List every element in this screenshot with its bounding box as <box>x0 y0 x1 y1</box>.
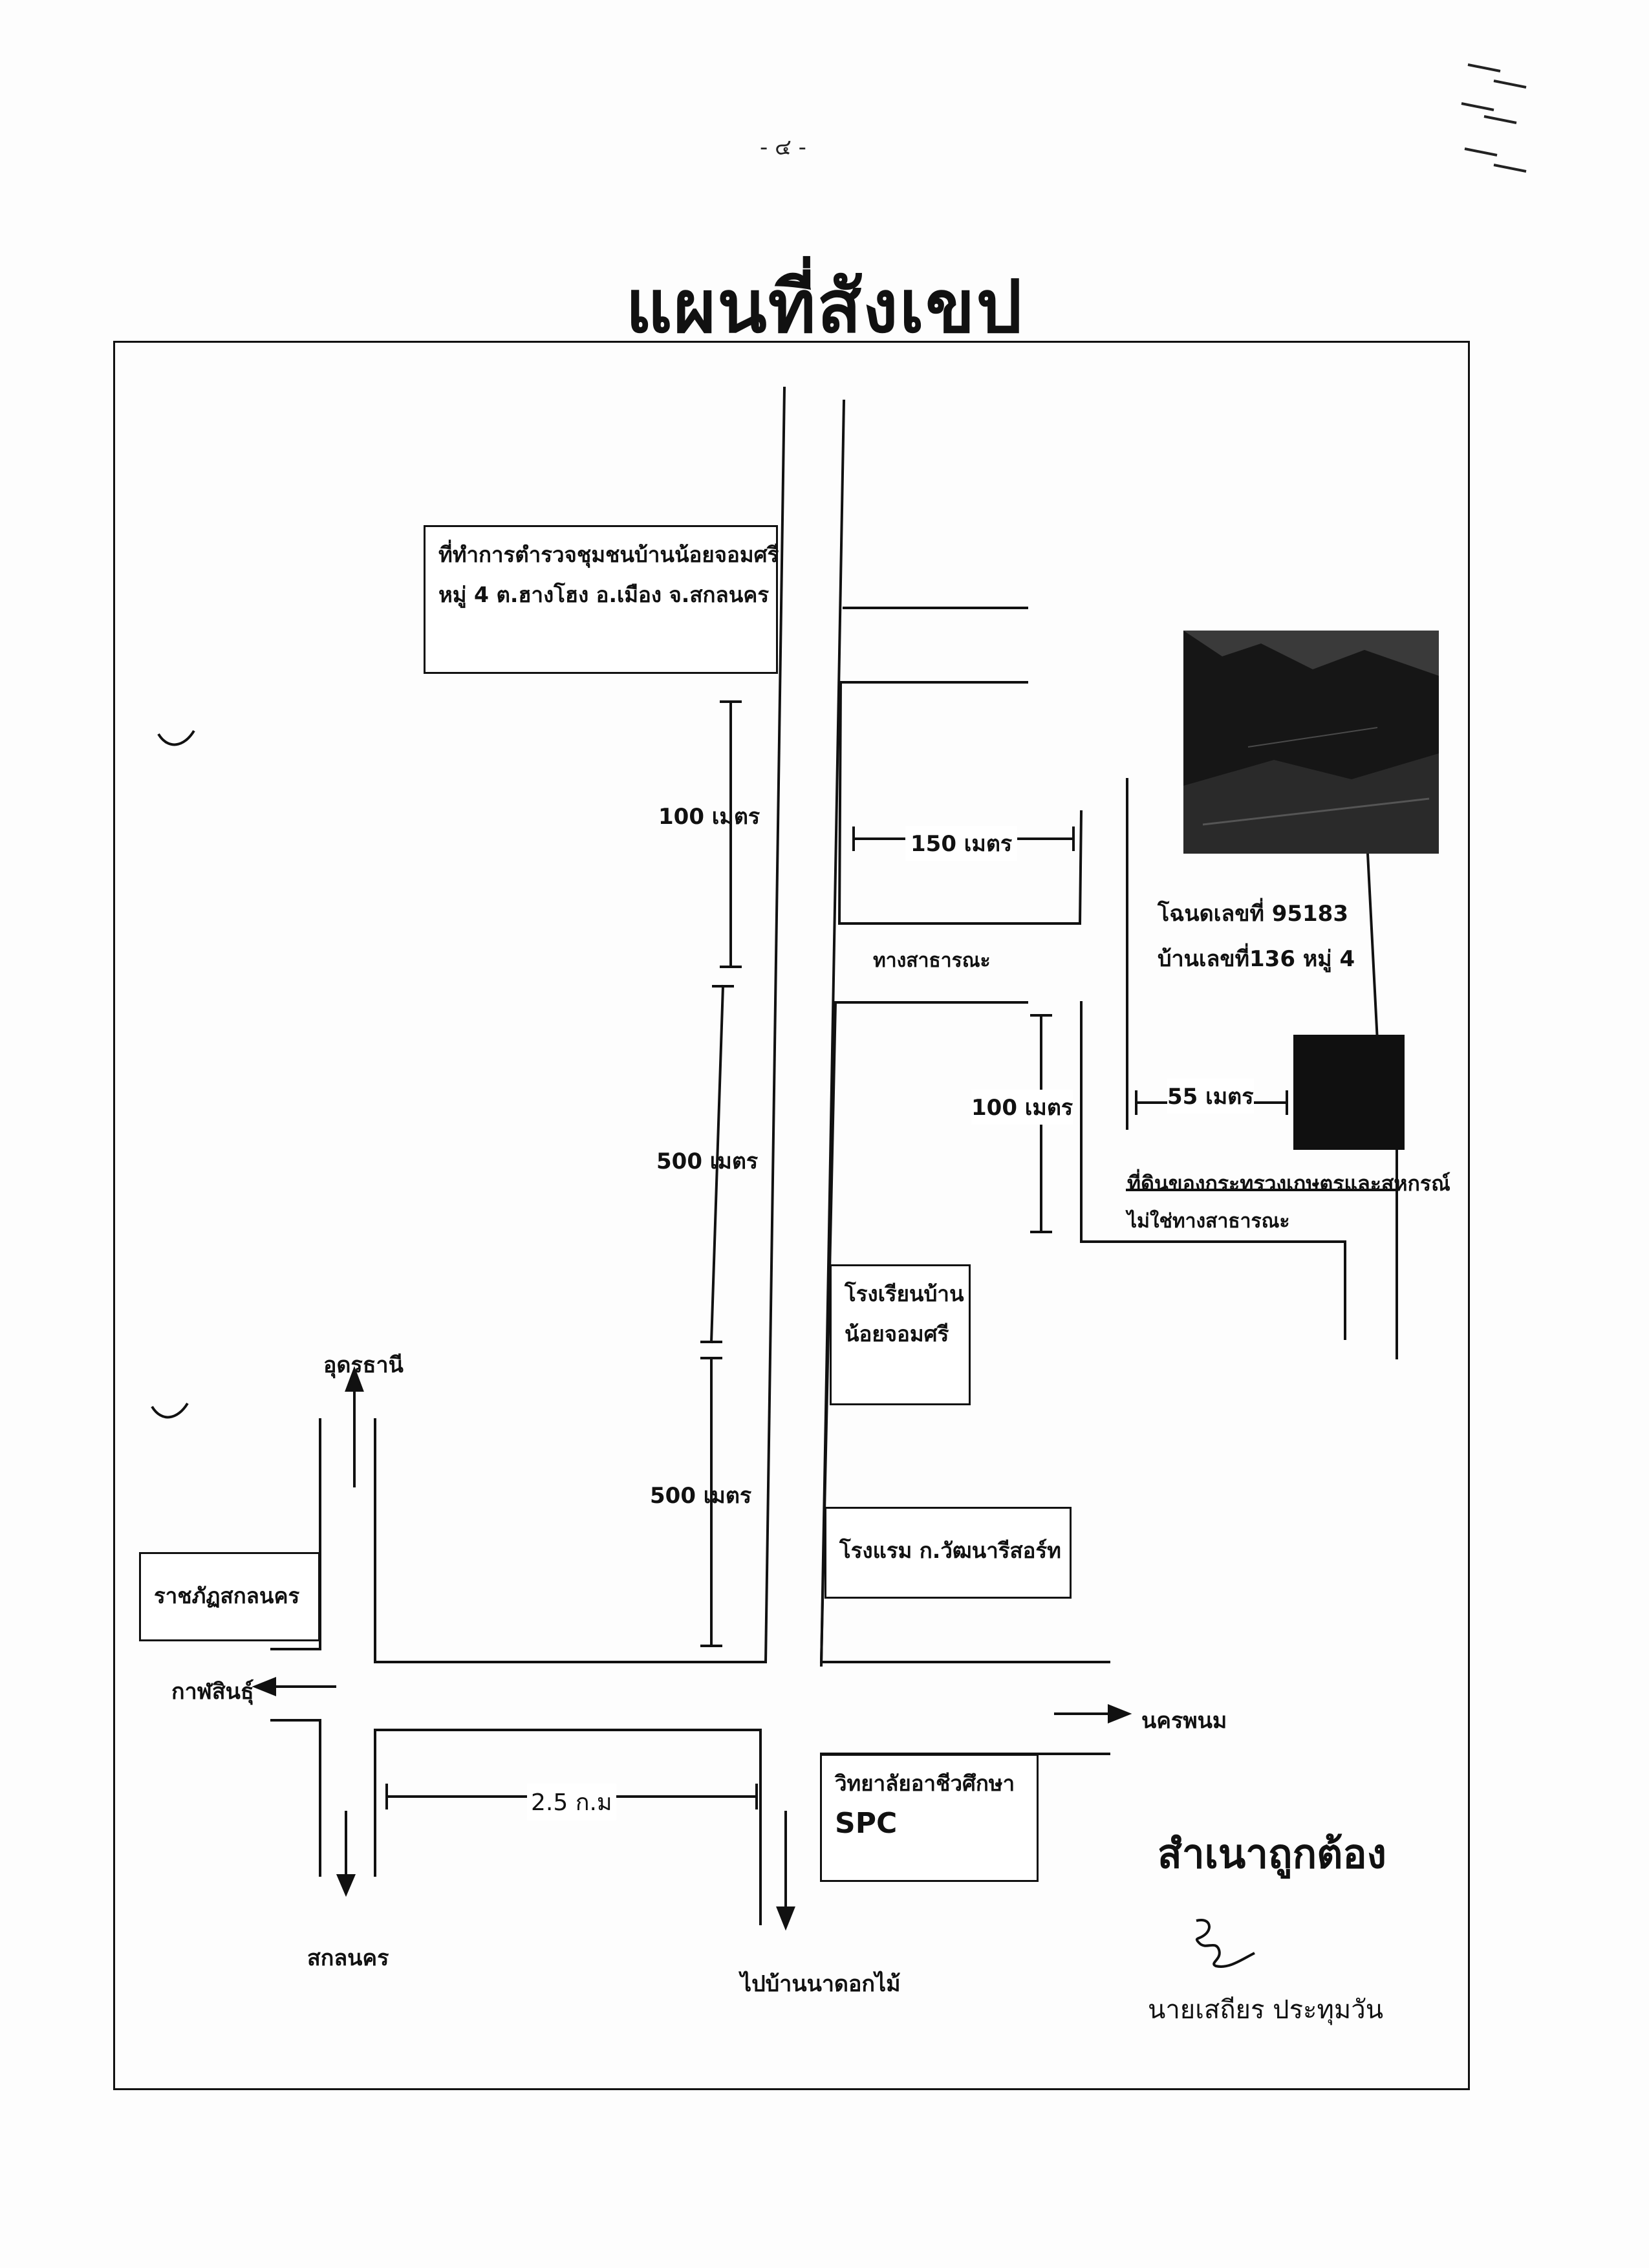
direction-sakon: สกลนคร <box>307 1945 389 1971</box>
school-line2: น้อยจอมศรี <box>845 1321 949 1346</box>
certified-copy-stamp: สำเนาถูกต้อง <box>1158 1830 1386 1877</box>
college-line2: SPC <box>835 1807 898 1840</box>
direction-nakhon-phanom: นครพนม <box>1141 1708 1227 1734</box>
hotel-label: โรงแรม ก.วัฒนารีสอร์ท <box>839 1538 1061 1563</box>
land-photo <box>1183 631 1439 854</box>
ministry-line1: ที่ดินของกระทรวงเกษตรและสหกรณ์ <box>1127 1171 1450 1196</box>
dist-500-lower: 500 เมตร <box>650 1483 752 1509</box>
college-box: วิทยาลัยอาชีวศึกษา SPC <box>820 1754 1039 1882</box>
signer-name: นายเสถียร ประทุมวัน <box>1148 1995 1384 2025</box>
direction-kalasin: กาฬสินธุ์ <box>171 1679 254 1705</box>
school-box: โรงเรียนบ้าน น้อยจอมศรี <box>830 1264 971 1405</box>
pen-tick <box>151 1402 189 1419</box>
pen-tick <box>157 729 195 746</box>
ministry-line2: ไม่ใช่ทางสาธารณะ <box>1127 1210 1290 1233</box>
police-box: ที่ทำการตำรวจชุมชนบ้านน้อยจอมศรี หมู่ 4 … <box>424 525 779 674</box>
police-line2: หมู่ 4 ต.ฮางโฮง อ.เมือง จ.สกลนคร <box>438 582 770 607</box>
hotel-box: โรงแรม ก.วัฒนารีสอร์ท <box>824 1507 1072 1599</box>
direction-ban-na-dok-mai: ไปบ้านนาดอกไม้ <box>740 1971 901 1997</box>
land-plot-photo <box>1293 1035 1405 1150</box>
dist-100-north: 100 เมตร <box>658 804 760 830</box>
dist-500-upper: 500 เมตร <box>656 1149 759 1174</box>
police-line1: ที่ทำการตำรวจชุมชนบ้านน้อยจอมศรี <box>438 542 779 567</box>
dist-2-5km: 2.5 ก.ม <box>527 1784 616 1820</box>
page-title: แผนที่สังเขป <box>625 265 1024 349</box>
rajabhat-box: ราชภัฏสกลนคร <box>139 1552 320 1641</box>
main-road-west-edge <box>764 386 786 1664</box>
dist-55: 55 เมตร <box>1167 1079 1254 1114</box>
public-road-label: ทางสาธารณะ <box>873 949 991 972</box>
dist-100-mid: 100 เมตร <box>971 1090 1073 1125</box>
margin-marks <box>1461 63 1527 173</box>
page-number: - ๔ - <box>760 135 806 160</box>
direction-udon: อุดรธานี <box>323 1352 404 1378</box>
map-frame <box>113 341 1470 2090</box>
signature-mark <box>1195 1919 1255 1968</box>
rajabhat-label: ราชภัฏสกลนคร <box>154 1583 300 1608</box>
dist-150: 150 เมตร <box>905 826 1018 861</box>
school-line1: โรงเรียนบ้าน <box>845 1281 964 1306</box>
deed-line2: บ้านเลขที่136 หมู่ 4 <box>1158 946 1355 972</box>
college-line1: วิทยาลัยอาชีวศึกษา <box>835 1771 1015 1796</box>
deed-line1: โฉนดเลขที่ 95183 <box>1158 901 1348 927</box>
